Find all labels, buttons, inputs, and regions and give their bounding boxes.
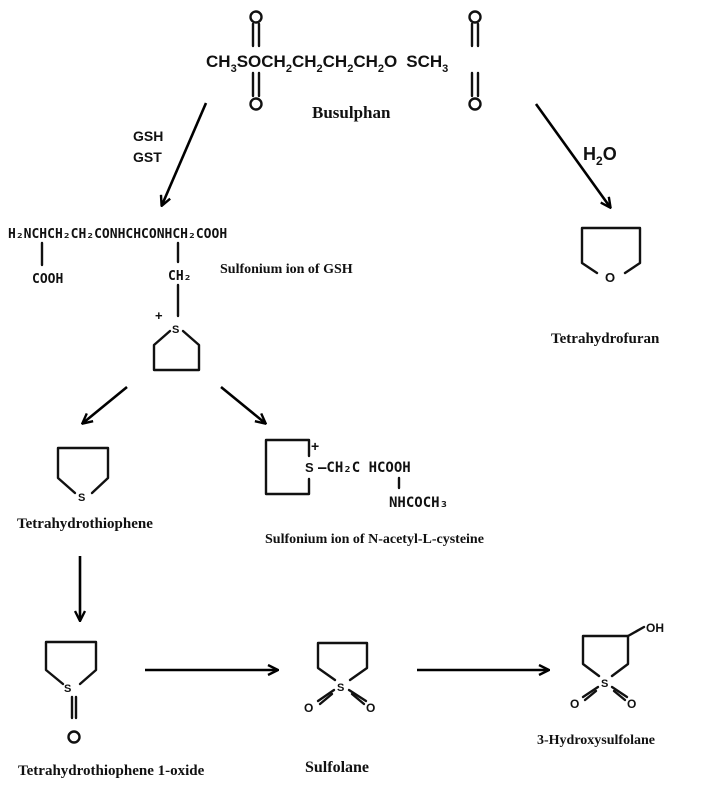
arrow-to-nac — [220, 385, 265, 423]
oxygen-ring-icon — [67, 730, 81, 744]
thf-o-atom: O — [605, 270, 615, 285]
oxygen-ring-icon — [468, 97, 482, 111]
nac-chain: —CH₂C HCOOH — [318, 460, 411, 476]
arrow-busulphan-to-gsh — [162, 102, 208, 205]
gsh-cooh: COOH — [32, 272, 63, 287]
hydroxy-label: 3-Hydroxysulfolane — [537, 733, 655, 748]
sulfolane-o-left: O — [304, 701, 313, 715]
nac-plus: + — [311, 438, 319, 454]
oxygen-ring-icon — [249, 97, 263, 111]
thf-label: Tetrahydrofuran — [551, 331, 660, 347]
arrow-busulphan-to-thf — [534, 103, 610, 207]
gsh-plus: + — [155, 308, 163, 323]
busulphan-label: Busulphan — [312, 103, 391, 122]
nac-sulfonium-structure: + S —CH₂C HCOOH NHCOCH₃ Sulfonium ion of… — [264, 438, 484, 547]
tht-label: Tetrahydrothiophene — [17, 516, 153, 532]
thiolane-ring-icon — [44, 640, 98, 686]
oxide-structure: S Tetrahydrothiophene 1-oxide — [18, 640, 205, 779]
oxide-s-atom: S — [64, 683, 71, 695]
hydroxy-o-right: O — [627, 697, 636, 711]
gsh-sulfonium-structure: H₂NCHCH₂CH₂CONHCHCONHCH₂COOH COOH CH₂ + … — [8, 227, 353, 372]
gsh-ch2: CH₂ — [168, 269, 191, 284]
thiolane-ring-icon — [264, 438, 311, 496]
hydroxy-s-atom: S — [601, 678, 608, 690]
gsh-label: GSH — [133, 128, 163, 144]
sulfolane-s-atom: S — [337, 682, 344, 694]
tht-structure: S Tetrahydrothiophene — [17, 446, 153, 532]
water-label: H2O — [583, 144, 617, 168]
oxygen-ring-icon — [468, 10, 482, 24]
thiolane-ring-icon — [56, 446, 110, 495]
hydroxy-o-left: O — [570, 697, 579, 711]
nac-s-atom: S — [305, 460, 314, 475]
tetrahydrofuran-ring-icon — [580, 226, 642, 275]
nac-label: Sulfonium ion of N-acetyl-L-cysteine — [265, 532, 484, 547]
arrow-to-tht — [83, 385, 128, 423]
thiolane-ring-icon — [581, 634, 630, 678]
sulfolane-structure: S O O Sulfolane — [304, 641, 375, 776]
sulfolane-label: Sulfolane — [305, 759, 369, 776]
hydroxy-structure: OH S O O 3-Hydroxysulfolane — [537, 621, 664, 748]
thf-structure: O Tetrahydrofuran — [551, 226, 660, 347]
thiolane-ring-icon — [152, 329, 201, 372]
gst-label: GST — [133, 149, 162, 165]
gsh-sulfonium-label: Sulfonium ion of GSH — [220, 262, 353, 277]
sulfolane-o-right: O — [366, 701, 375, 715]
nac-sub-chain: NHCOCH₃ — [389, 495, 448, 511]
gsh-s-atom: S — [172, 324, 179, 336]
oxygen-ring-icon — [249, 10, 263, 24]
oxide-label: Tetrahydrothiophene 1-oxide — [18, 763, 205, 779]
gsh-main-chain: H₂NCHCH₂CH₂CONHCHCONHCH₂COOH — [8, 227, 227, 242]
tht-s-atom: S — [78, 492, 85, 504]
thiolane-ring-icon — [316, 641, 369, 682]
hydroxy-oh: OH — [646, 621, 664, 635]
